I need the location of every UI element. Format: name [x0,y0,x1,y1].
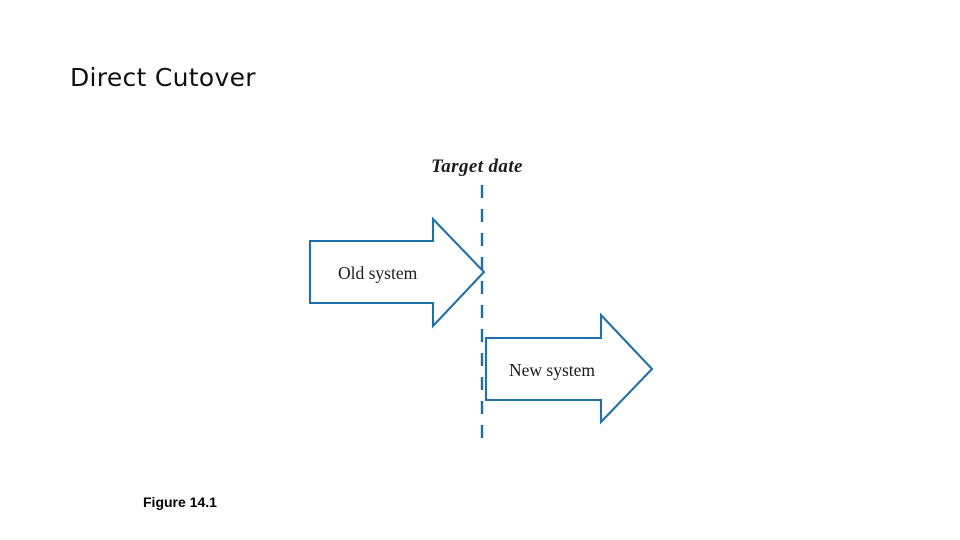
direct-cutover-diagram: Target date Old system New system [290,130,690,460]
page-title: Direct Cutover [70,63,256,92]
old-system-arrow [308,216,486,329]
new-system-label: New system [509,360,595,380]
figure-caption: Figure 14.1 [143,494,217,510]
target-date-label: Target date [431,156,523,177]
old-system-label: Old system [338,263,418,283]
new-system-arrow [484,312,654,425]
